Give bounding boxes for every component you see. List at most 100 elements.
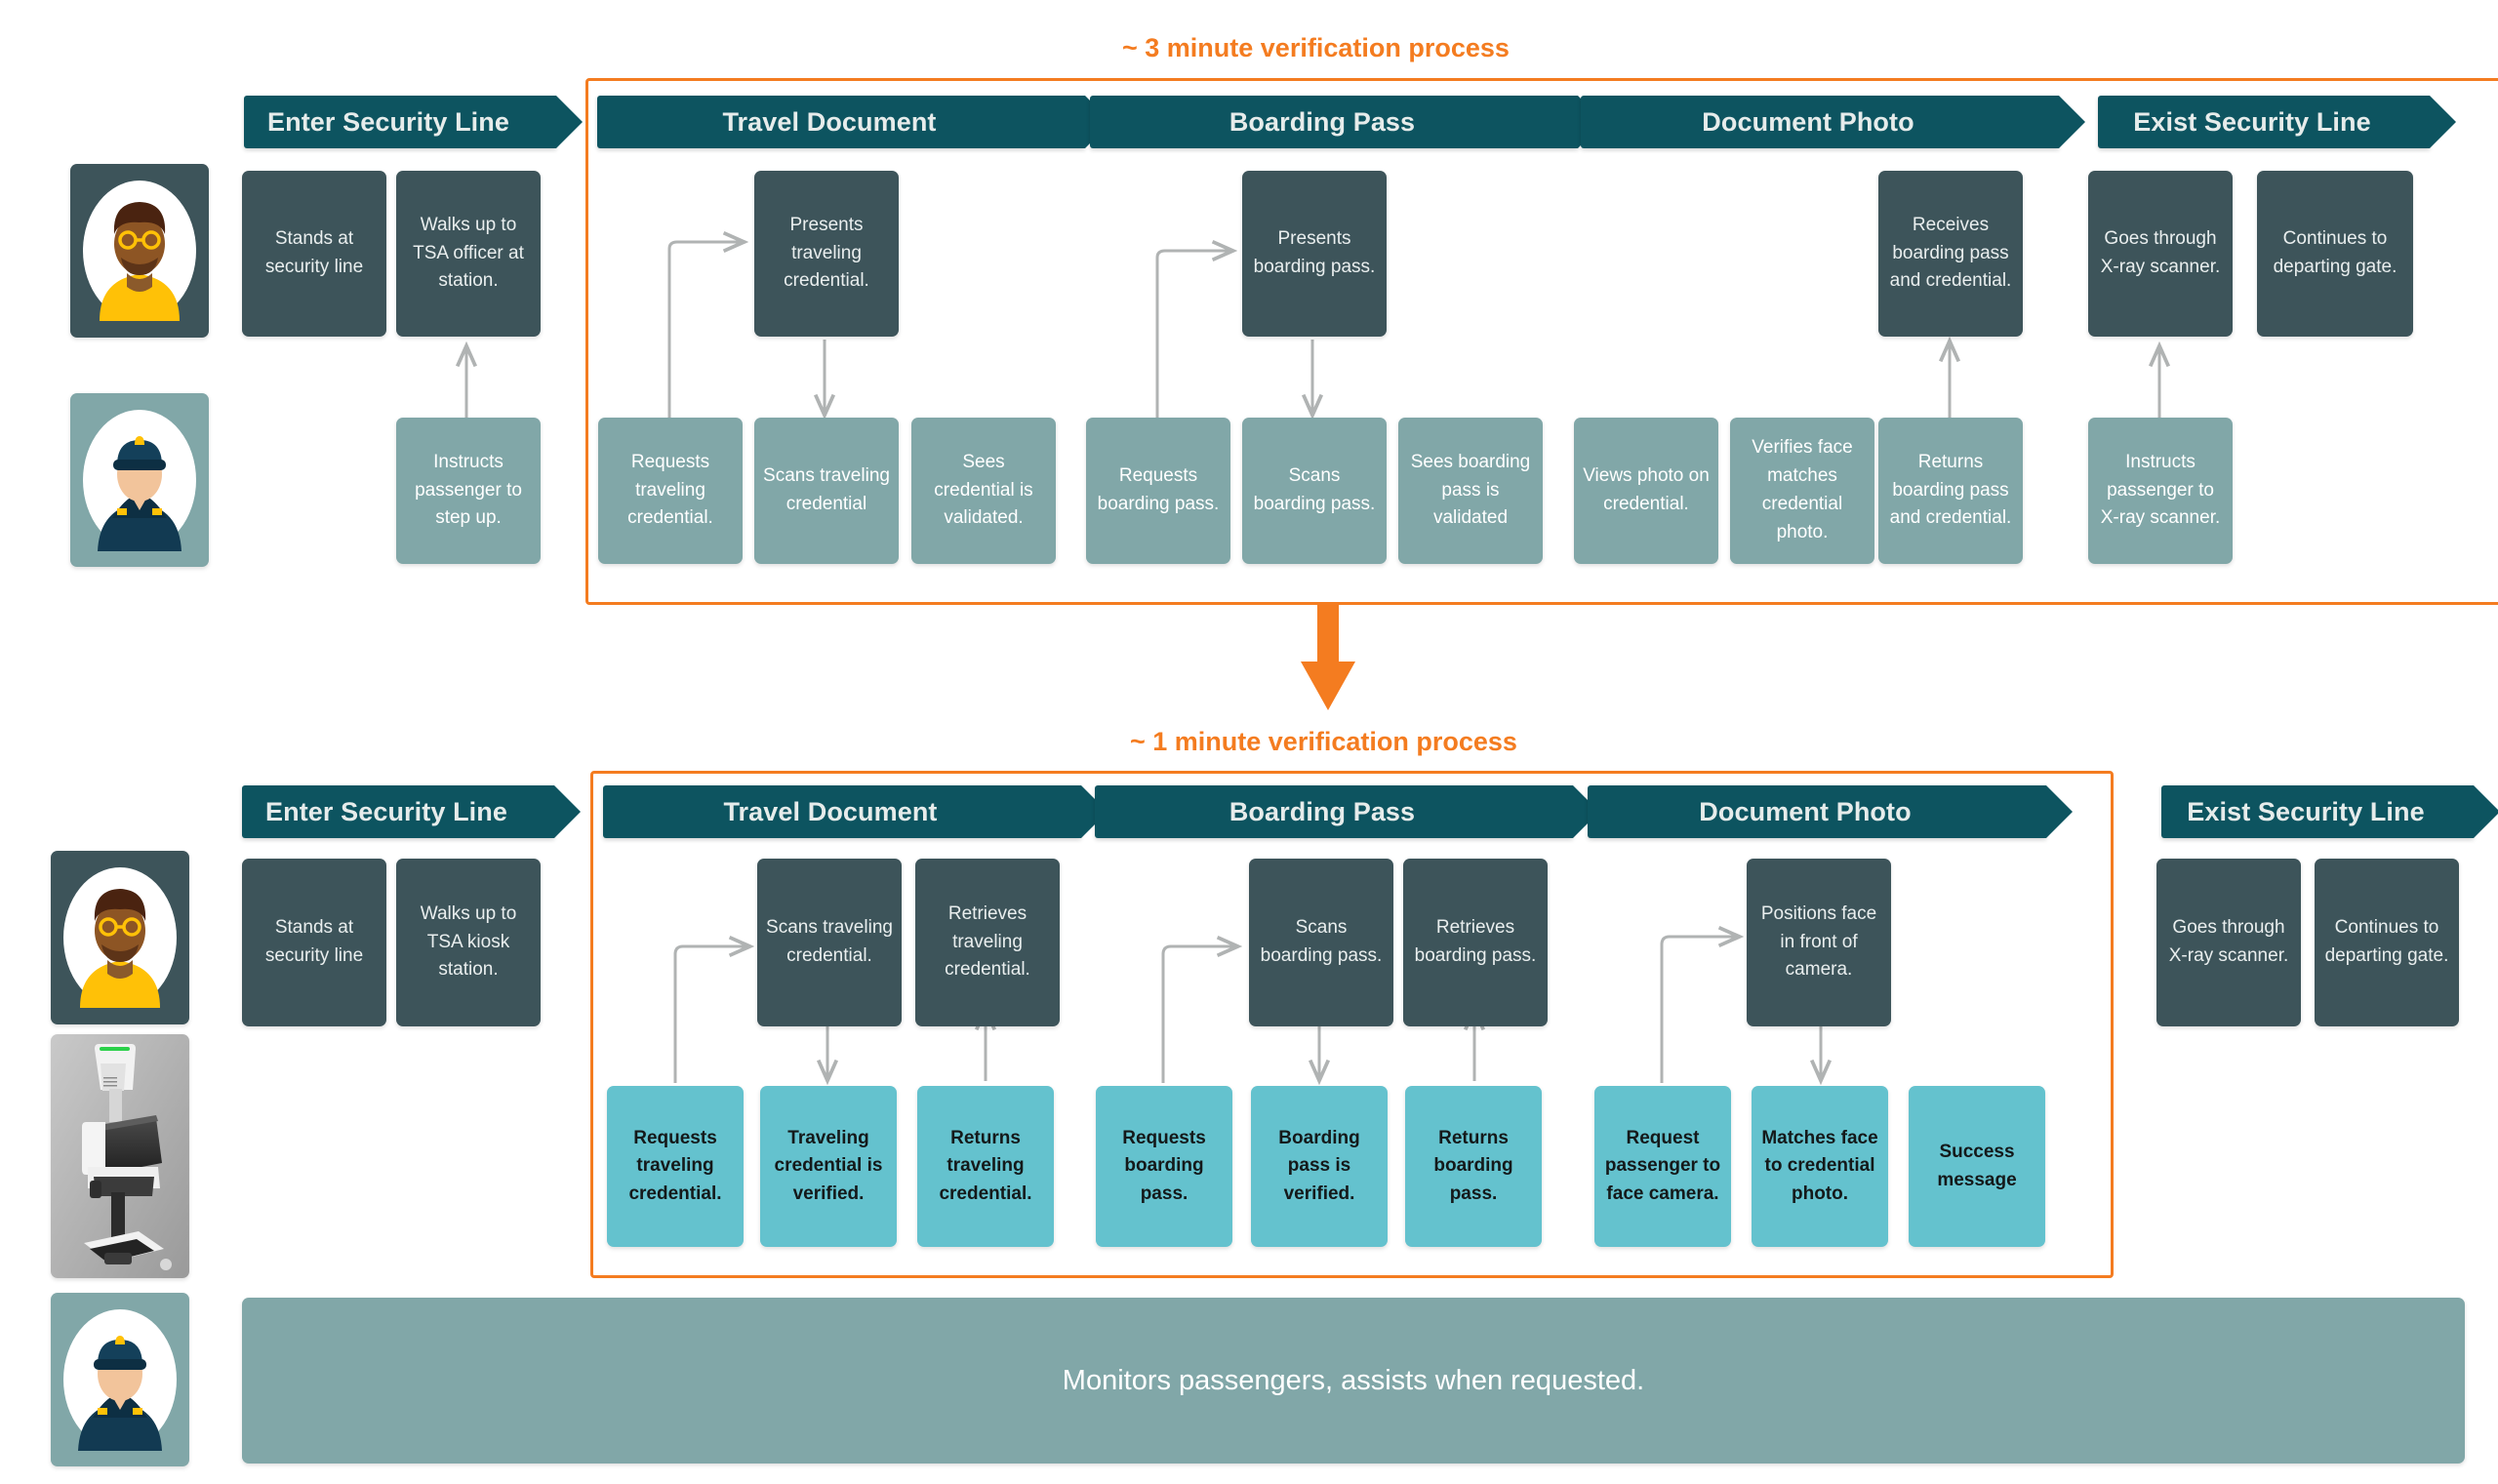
bottom-process-frame-label: ~ 1 minute verification process — [1130, 727, 1517, 756]
bottom-kiosk-step-4[interactable]: Requests boarding pass. — [1096, 1086, 1232, 1247]
card-text: Requests traveling credential. — [628, 1127, 722, 1204]
card-text: Scans boarding pass. — [1253, 465, 1376, 514]
bottom-passenger-step-7[interactable]: Positions face in front of camera. — [1747, 859, 1891, 1026]
card-text: Presents boarding pass. — [1253, 228, 1376, 277]
card-text: Verifies face matches credential photo. — [1752, 437, 1853, 542]
phase-label: Document Photo — [1702, 106, 1914, 137]
card-text: Returns boarding pass. — [1433, 1127, 1513, 1204]
card-text: Returns boarding pass and credential. — [1889, 451, 2012, 529]
phase-label: Enter Security Line — [267, 106, 509, 137]
bottom-passenger-step-6[interactable]: Retrieves boarding pass. — [1403, 859, 1548, 1026]
top-phase-document-photo[interactable]: Document Photo — [1581, 96, 2059, 148]
bottom-kiosk-step-8[interactable]: Matches face to credential photo. — [1752, 1086, 1888, 1247]
bottom-phase-exist-security-line[interactable]: Exist Security Line — [2161, 785, 2474, 838]
card-text: Instructs passenger to X-ray scanner. — [2100, 451, 2221, 529]
top-officer-step-6[interactable]: Scans boarding pass. — [1242, 418, 1387, 564]
top-officer-step-5[interactable]: Requests boarding pass. — [1086, 418, 1230, 564]
bottom-kiosk-step-2[interactable]: Traveling credential is verified. — [760, 1086, 897, 1247]
card-text: Stands at security line — [264, 917, 364, 966]
card-text: Matches face to credential photo. — [1761, 1127, 1878, 1204]
bottom-phase-enter-security-line[interactable]: Enter Security Line — [242, 785, 554, 838]
card-text: Returns traveling credential. — [939, 1127, 1032, 1204]
bottom-kiosk-step-1[interactable]: Requests traveling credential. — [607, 1086, 744, 1247]
bottom-kiosk-step-5[interactable]: Boarding pass is verified. — [1251, 1086, 1388, 1247]
phase-label: Boarding Pass — [1229, 106, 1416, 137]
top-process-frame-label: ~ 3 minute verification process — [1122, 33, 1510, 62]
card-text: Requests traveling credential. — [627, 451, 713, 529]
bottom-kiosk-step-9[interactable]: Success message — [1909, 1086, 2045, 1247]
bottom-process-frame — [590, 771, 2114, 1278]
top-passenger-step-2[interactable]: Walks up to TSA officer at station. — [396, 171, 541, 337]
bottom-officer-avatar — [51, 1293, 189, 1466]
top-officer-step-1[interactable]: Instructs passenger to step up. — [396, 418, 541, 564]
card-text: Continues to departing gate. — [2324, 917, 2449, 966]
bottom-officer-note-bar: Monitors passengers, assists when reques… — [242, 1298, 2465, 1464]
card-text: Walks up to TSA kiosk station. — [420, 902, 517, 981]
bottom-kiosk-step-6[interactable]: Returns boarding pass. — [1405, 1086, 1542, 1247]
top-passenger-step-1[interactable]: Stands at security line — [242, 171, 386, 337]
tsa-kiosk-icon — [51, 1034, 189, 1278]
card-text: Requests boarding pass. — [1122, 1127, 1206, 1204]
bottom-phase-boarding-pass[interactable]: Boarding Pass — [1095, 785, 1573, 838]
bottom-passenger-step-9[interactable]: Continues to departing gate. — [2315, 859, 2459, 1026]
top-passenger-step-5[interactable]: Receives boarding pass and credential. — [1878, 171, 2023, 337]
transition-down-arrow — [1293, 605, 1363, 712]
card-text: Request passenger to face camera. — [1604, 1127, 1721, 1204]
top-phase-travel-document[interactable]: Travel Document — [597, 96, 1085, 148]
bottom-kiosk-step-3[interactable]: Returns traveling credential. — [917, 1086, 1054, 1247]
bottom-passenger-step-3[interactable]: Scans traveling credential. — [757, 859, 902, 1026]
top-officer-step-9[interactable]: Verifies face matches credential photo. — [1730, 418, 1874, 564]
bottom-passenger-step-2[interactable]: Walks up to TSA kiosk station. — [396, 859, 541, 1026]
phase-label: Document Photo — [1699, 796, 1912, 826]
phase-label: Boarding Pass — [1229, 796, 1416, 826]
top-officer-step-2[interactable]: Requests traveling credential. — [598, 418, 743, 564]
top-officer-step-7[interactable]: Sees boarding pass is validated — [1398, 418, 1543, 564]
down-arrow-icon — [1301, 605, 1355, 710]
top-process-frame — [585, 78, 2498, 605]
phase-label: Enter Security Line — [265, 796, 507, 826]
top-officer-step-3[interactable]: Scans traveling credential — [754, 418, 899, 564]
card-text: Traveling credential is verified. — [774, 1127, 883, 1204]
card-text: Goes through X-ray scanner. — [2168, 917, 2289, 966]
card-text: Goes through X-ray scanner. — [2100, 228, 2221, 277]
bottom-phase-travel-document[interactable]: Travel Document — [603, 785, 1081, 838]
top-officer-step-8[interactable]: Views photo on credential. — [1574, 418, 1718, 564]
top-passenger-step-3[interactable]: Presents traveling credential. — [754, 171, 899, 337]
bottom-passenger-step-5[interactable]: Scans boarding pass. — [1249, 859, 1393, 1026]
card-text: Sees boarding pass is validated — [1410, 451, 1531, 529]
card-text: Presents traveling credential. — [784, 214, 869, 292]
bottom-passenger-step-1[interactable]: Stands at security line — [242, 859, 386, 1026]
officer-avatar-icon — [63, 1309, 177, 1451]
card-text: Scans traveling credential. — [766, 917, 893, 966]
top-officer-step-10[interactable]: Returns boarding pass and credential. — [1878, 418, 2023, 564]
bottom-passenger-step-4[interactable]: Retrieves traveling credential. — [915, 859, 1060, 1026]
top-officer-avatar — [70, 393, 209, 567]
top-phase-enter-security-line[interactable]: Enter Security Line — [244, 96, 556, 148]
top-passenger-step-6[interactable]: Goes through X-ray scanner. — [2088, 171, 2233, 337]
top-passenger-step-4[interactable]: Presents boarding pass. — [1242, 171, 1387, 337]
card-text: Continues to departing gate. — [2273, 228, 2397, 277]
phase-label: Exist Security Line — [2133, 106, 2371, 137]
phase-label: Travel Document — [723, 796, 938, 826]
card-text: Views photo on credential. — [1583, 465, 1710, 514]
top-phase-boarding-pass[interactable]: Boarding Pass — [1090, 96, 1578, 148]
card-text: Receives boarding pass and credential. — [1889, 214, 2012, 292]
card-text: Walks up to TSA officer at station. — [413, 214, 524, 292]
bottom-kiosk-step-7[interactable]: Request passenger to face camera. — [1594, 1086, 1731, 1247]
phase-label: Exist Security Line — [2187, 796, 2425, 826]
card-text: Stands at security line — [264, 228, 364, 277]
top-phase-exist-security-line[interactable]: Exist Security Line — [2098, 96, 2430, 148]
card-text: Retrieves boarding pass. — [1414, 917, 1537, 966]
bottom-phase-document-photo[interactable]: Document Photo — [1588, 785, 2046, 838]
top-passenger-avatar — [70, 164, 209, 338]
card-text: Success message — [1937, 1142, 2017, 1190]
card-text: Retrieves traveling credential. — [945, 902, 1030, 981]
card-text: Requests boarding pass. — [1097, 465, 1220, 514]
top-officer-step-11[interactable]: Instructs passenger to X-ray scanner. — [2088, 418, 2233, 564]
top-officer-step-4[interactable]: Sees credential is validated. — [911, 418, 1056, 564]
bottom-passenger-step-8[interactable]: Goes through X-ray scanner. — [2156, 859, 2301, 1026]
bottom-kiosk-photo — [51, 1034, 189, 1278]
officer-avatar-icon — [83, 410, 196, 551]
card-text: Boarding pass is verified. — [1278, 1127, 1360, 1204]
top-passenger-step-7[interactable]: Continues to departing gate. — [2257, 171, 2413, 337]
